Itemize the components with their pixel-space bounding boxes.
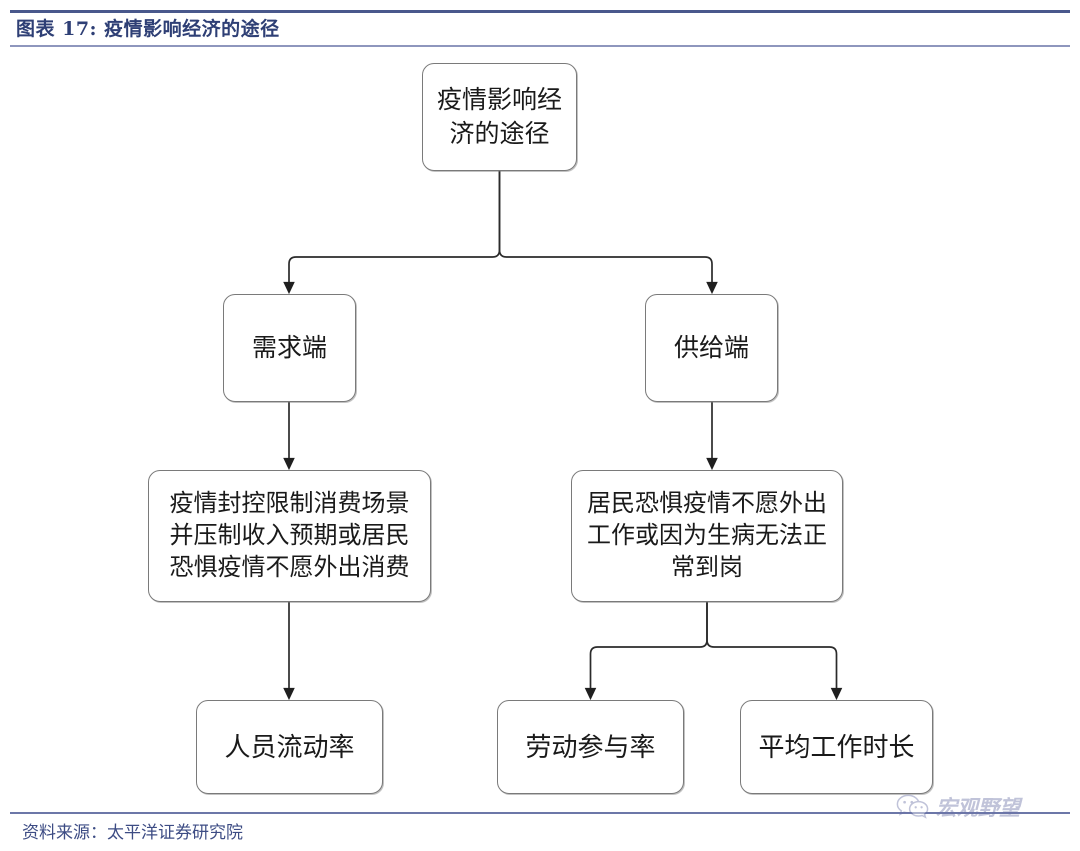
node-supply-detail-label: 居民恐惧疫情不愿外出 工作或因为生病无法正 常到岗 bbox=[587, 490, 827, 581]
footer-rule bbox=[10, 812, 1070, 814]
node-average-working-hours-label: 平均工作时长 bbox=[758, 732, 915, 762]
node-demand-side-label: 需求端 bbox=[251, 334, 327, 362]
title-bottom-rule bbox=[10, 45, 1070, 47]
node-population-mobility-rate[interactable]: 人员流动率 bbox=[196, 700, 383, 794]
edge-supply-detail-to-lfpr bbox=[584, 602, 708, 701]
node-labor-participation-rate-label: 劳动参与率 bbox=[525, 732, 656, 762]
node-supply-detail[interactable]: 居民恐惧疫情不愿外出 工作或因为生病无法正 常到岗 bbox=[571, 470, 843, 602]
node-demand-detail[interactable]: 疫情封控限制消费场景 并压制收入预期或居民 恐惧疫情不愿外出消费 bbox=[148, 470, 431, 602]
figure-title: 图表 17: 疫情影响经济的途径 bbox=[16, 18, 280, 40]
edge-supply-detail-to-hours bbox=[706, 602, 843, 701]
node-root[interactable]: 疫情影响经 济的途径 bbox=[422, 63, 577, 171]
edge-root-to-demand bbox=[283, 171, 501, 295]
node-demand-detail-label: 疫情封控限制消费场景 并压制收入预期或居民 恐惧疫情不愿外出消费 bbox=[169, 490, 410, 581]
source-note: 资料来源：太平洋证券研究院 bbox=[22, 823, 243, 843]
node-supply-side[interactable]: 供给端 bbox=[645, 294, 778, 402]
title-top-rule bbox=[10, 10, 1070, 13]
node-root-label: 疫情影响经 济的途径 bbox=[436, 86, 562, 148]
edge-root-to-supply bbox=[498, 171, 718, 295]
node-labor-participation-rate[interactable]: 劳动参与率 bbox=[497, 700, 684, 794]
node-demand-side[interactable]: 需求端 bbox=[223, 294, 356, 402]
node-population-mobility-rate-label: 人员流动率 bbox=[224, 732, 355, 762]
node-supply-side-label: 供给端 bbox=[673, 334, 749, 362]
node-average-working-hours[interactable]: 平均工作时长 bbox=[740, 700, 933, 794]
